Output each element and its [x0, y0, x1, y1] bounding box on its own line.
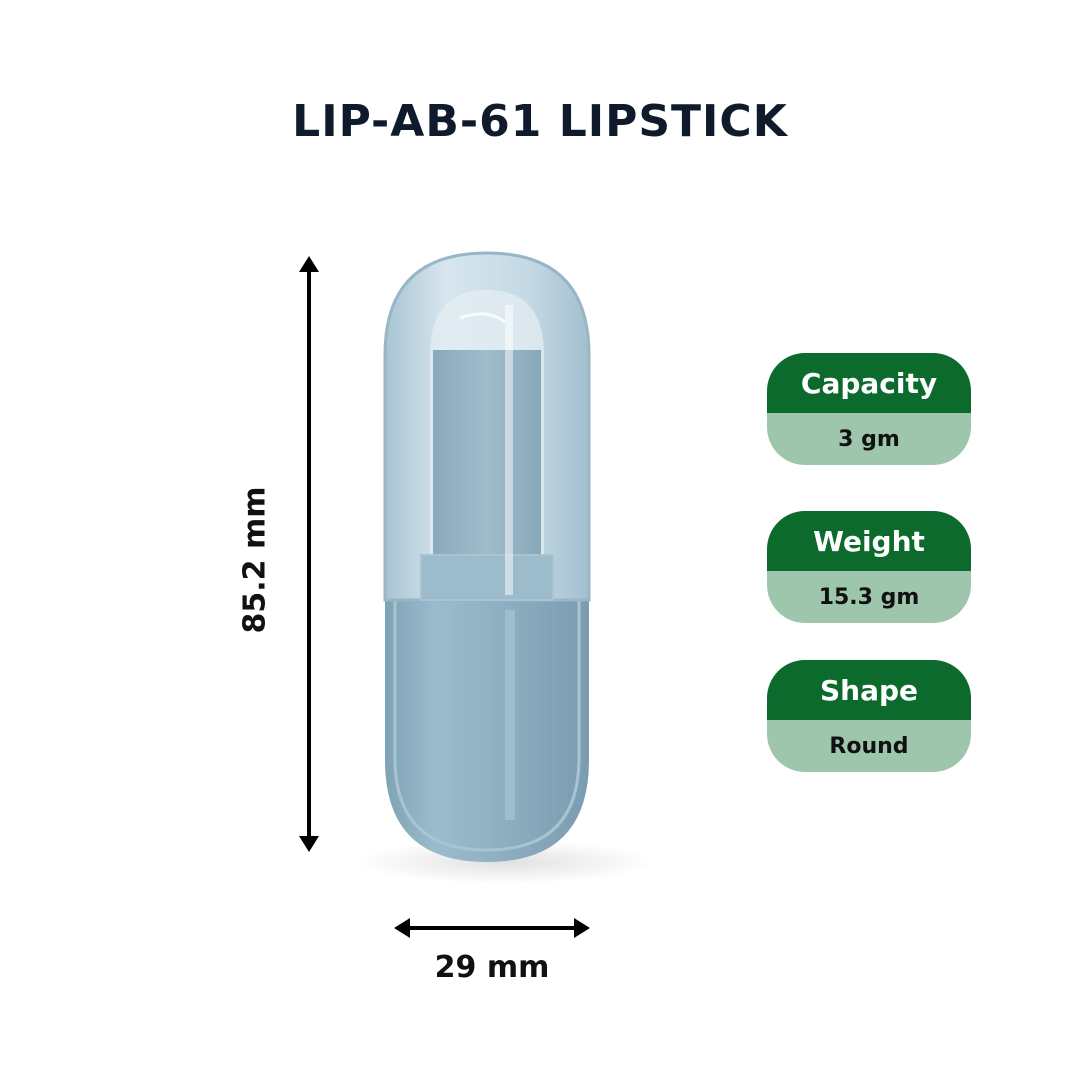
lipstick-collar [420, 554, 554, 601]
lipstick-cap [383, 251, 591, 602]
spec-label: Weight [767, 511, 971, 571]
height-arrow-icon [299, 256, 319, 852]
height-dimension-label: 85.2 mm [237, 486, 273, 634]
spec-card-shape: Shape Round [767, 660, 971, 772]
lipstick-bullet [433, 350, 541, 555]
spec-card-capacity: Capacity 3 gm [767, 353, 971, 465]
spec-value: 3 gm [767, 413, 971, 465]
spec-label: Shape [767, 660, 971, 720]
floor-shadow [355, 840, 655, 884]
width-arrow-icon [394, 918, 590, 938]
width-dimension-label: 29 mm [434, 950, 550, 985]
lipstick-body [385, 598, 589, 862]
spec-label: Capacity [767, 353, 971, 413]
product-title: LIP-AB-61 LIPSTICK [292, 96, 788, 147]
spec-value: Round [767, 720, 971, 772]
spec-value: 15.3 gm [767, 571, 971, 623]
spec-card-weight: Weight 15.3 gm [767, 511, 971, 623]
